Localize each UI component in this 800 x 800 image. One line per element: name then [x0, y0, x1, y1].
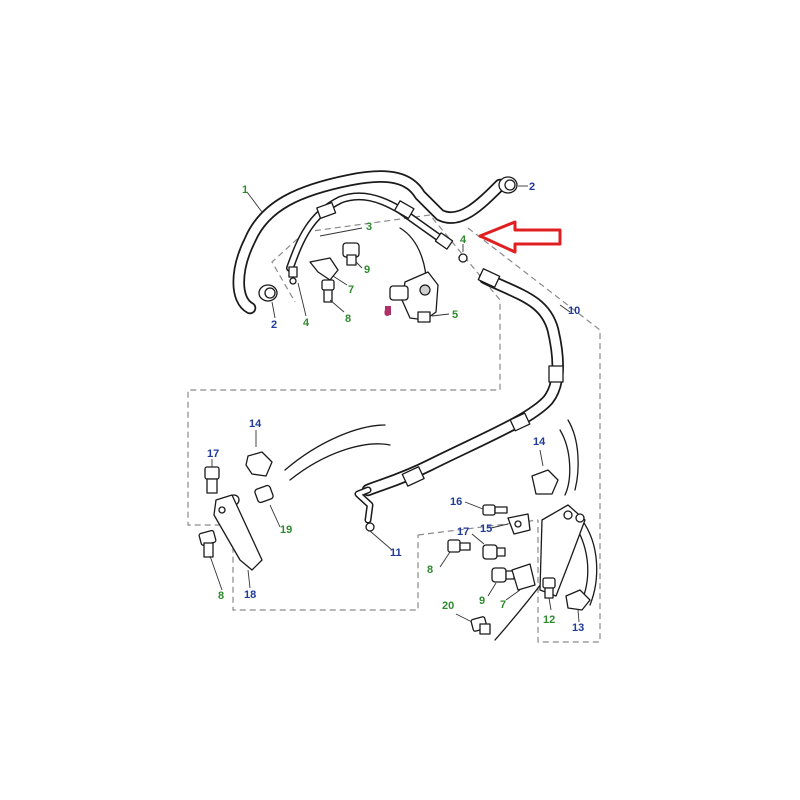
callout-7-upper: 7 — [348, 284, 354, 296]
callout-17-right: 17 — [457, 526, 469, 538]
valve-block-5 — [389, 271, 439, 323]
callout-3: 3 — [366, 221, 372, 233]
bolt-12 — [542, 577, 556, 599]
bolt-8-right — [447, 539, 471, 553]
hose-fittings — [316, 200, 564, 487]
bolt-20 — [470, 616, 491, 635]
clamp-7-right — [511, 563, 536, 591]
callout-9-upper: 9 — [364, 264, 370, 276]
callout-17-left: 17 — [207, 448, 219, 460]
clamp-lower — [258, 284, 278, 302]
hose-assembly-1 — [232, 170, 507, 315]
bolt-8-left — [198, 529, 217, 558]
bolt-17-left — [204, 466, 220, 494]
callout-14-left: 14 — [249, 418, 262, 430]
callout-9-right: 9 — [479, 595, 485, 607]
callout-4-upper: 4 — [460, 234, 467, 246]
clip-13 — [565, 589, 591, 611]
callout-2-lower: 2 — [271, 319, 277, 331]
callout-8-upper: 8 — [345, 313, 351, 325]
callout-10: 10 — [568, 305, 580, 317]
callout-8-right: 8 — [427, 564, 433, 576]
seal-4-upper — [458, 253, 468, 263]
bolt-17-right — [482, 544, 506, 560]
callout-8-left: 8 — [218, 590, 224, 602]
boundary-right — [467, 227, 601, 643]
pipe-upper — [286, 192, 449, 272]
callout-5: 5 — [452, 309, 458, 321]
callout-13: 13 — [572, 622, 584, 634]
bolt-8-upper — [321, 279, 335, 303]
mounting-plate — [539, 504, 586, 597]
callout-2-upper: 2 — [529, 181, 535, 193]
callout-14-right: 14 — [533, 436, 546, 448]
callout-labels: 1 2 2 3 4 4 5 6 7 8 9 10 11 12 13 14 14 … — [207, 181, 584, 634]
callout-7-right: 7 — [500, 599, 506, 611]
bolt-9-upper — [342, 242, 360, 266]
boundary-left-inner — [271, 231, 306, 303]
bracket-15 — [507, 513, 531, 535]
callout-18: 18 — [244, 589, 256, 601]
clamp-upper — [498, 176, 518, 194]
callout-19: 19 — [280, 524, 292, 536]
callout-4-lower: 4 — [303, 317, 310, 329]
clip-14-left — [245, 451, 273, 477]
callout-6: 6 — [384, 307, 390, 319]
highlight-marker — [385, 306, 391, 315]
callout-1: 1 — [242, 184, 248, 196]
bolt-9-right — [491, 567, 515, 583]
callout-11: 11 — [390, 547, 402, 559]
callout-15: 15 — [480, 523, 492, 535]
hose-assembly-10 — [361, 271, 564, 497]
seal-11 — [365, 522, 375, 532]
leader-lines — [209, 185, 580, 623]
bolt-16 — [482, 504, 508, 516]
red-outline-arrow-icon — [478, 220, 562, 254]
pipe-11 — [354, 486, 374, 524]
clip-14-right — [531, 469, 559, 495]
callout-16: 16 — [450, 496, 462, 508]
bracket-7-upper — [309, 257, 339, 281]
callout-12: 12 — [543, 614, 555, 626]
seal-4-lower — [288, 266, 298, 285]
callout-20: 20 — [442, 600, 454, 612]
bracket-18 — [213, 494, 263, 571]
